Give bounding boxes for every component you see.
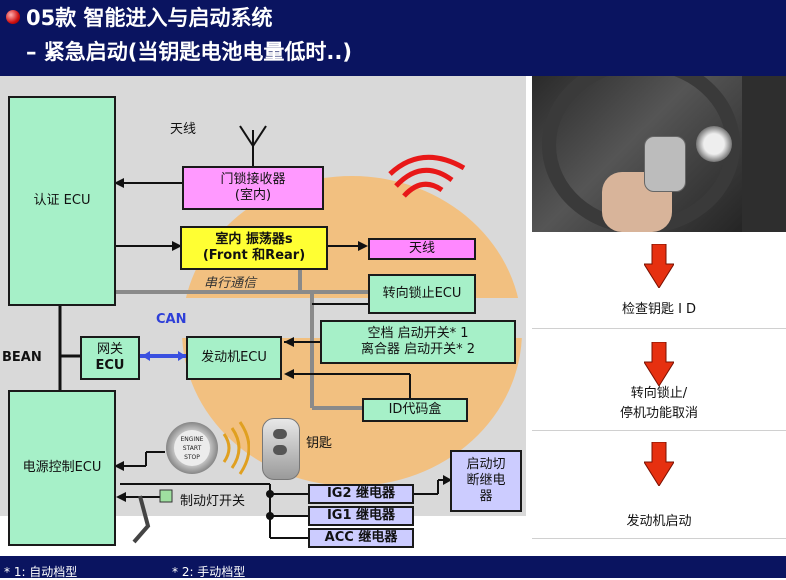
signal-waves-icon <box>388 154 466 198</box>
step-cancel-lock-line2: 停机功能取消 <box>619 406 698 421</box>
key-fob-icon <box>262 418 300 480</box>
step-check-key-id: 检查钥匙 I D <box>621 302 697 317</box>
oscillator-box: 室内 振荡器s (Front 和Rear) <box>180 226 328 270</box>
process-steps: 检查钥匙 I D 转向锁止/ 停机功能取消 发动机启动 <box>532 232 786 554</box>
gateway-ecu-box: 网关 ECU <box>80 336 140 380</box>
footer-bar <box>0 556 786 578</box>
brake-pedal-icon <box>132 489 173 544</box>
acc-relay-box: ACC 继电器 <box>308 528 414 548</box>
page-subtitle: – 紧急启动(当钥匙电池电量低时..) <box>26 40 352 64</box>
down-arrow-icon <box>644 244 674 288</box>
antenna-icon <box>239 125 267 168</box>
power-ecu-box: 电源控制ECU <box>8 390 116 546</box>
bean-label: BEAN <box>2 350 42 365</box>
serial-comm-label: 串行通信 <box>204 276 257 291</box>
footnote-2: * 2: 手动档型 <box>172 565 246 579</box>
push-start-photo <box>532 76 786 232</box>
auth-ecu-box: 认证 ECU <box>8 96 116 306</box>
brake-switch-label: 制动灯开关 <box>180 494 246 509</box>
steering-lock-ecu-box: 转向锁止ECU <box>368 274 476 314</box>
antenna-label: 天线 <box>170 122 197 137</box>
key-signal-icon <box>222 421 250 475</box>
page-title: 05款 智能进入与启动系统 <box>26 6 273 30</box>
antenna-box: 天线 <box>368 238 476 260</box>
title-bar <box>0 0 786 76</box>
door-receiver-box: 门锁接收器 (室内) <box>182 166 324 210</box>
bullet-icon <box>6 10 20 24</box>
key-label: 钥匙 <box>306 436 333 451</box>
engine-ecu-box: 发动机ECU <box>186 336 282 380</box>
ig1-relay-box: IG1 继电器 <box>308 506 414 526</box>
footnote-1: * 1: 自动档型 <box>4 565 78 579</box>
start-switch-box: 空档 启动开关* 1 离合器 启动开关* 2 <box>320 320 516 364</box>
start-cut-relay-box: 启动切 断继电 器 <box>450 450 522 512</box>
down-arrow-icon <box>644 442 674 486</box>
step-engine-start: 发动机启动 <box>626 514 692 529</box>
down-arrow-icon <box>644 342 674 386</box>
engine-start-button-icon: ENGINE START STOP <box>166 422 218 474</box>
can-label: CAN <box>156 312 187 327</box>
id-code-box: ID代码盒 <box>362 398 468 422</box>
ig2-relay-box: IG2 继电器 <box>308 484 414 504</box>
step-cancel-lock-line1: 转向锁止/ <box>630 386 688 401</box>
